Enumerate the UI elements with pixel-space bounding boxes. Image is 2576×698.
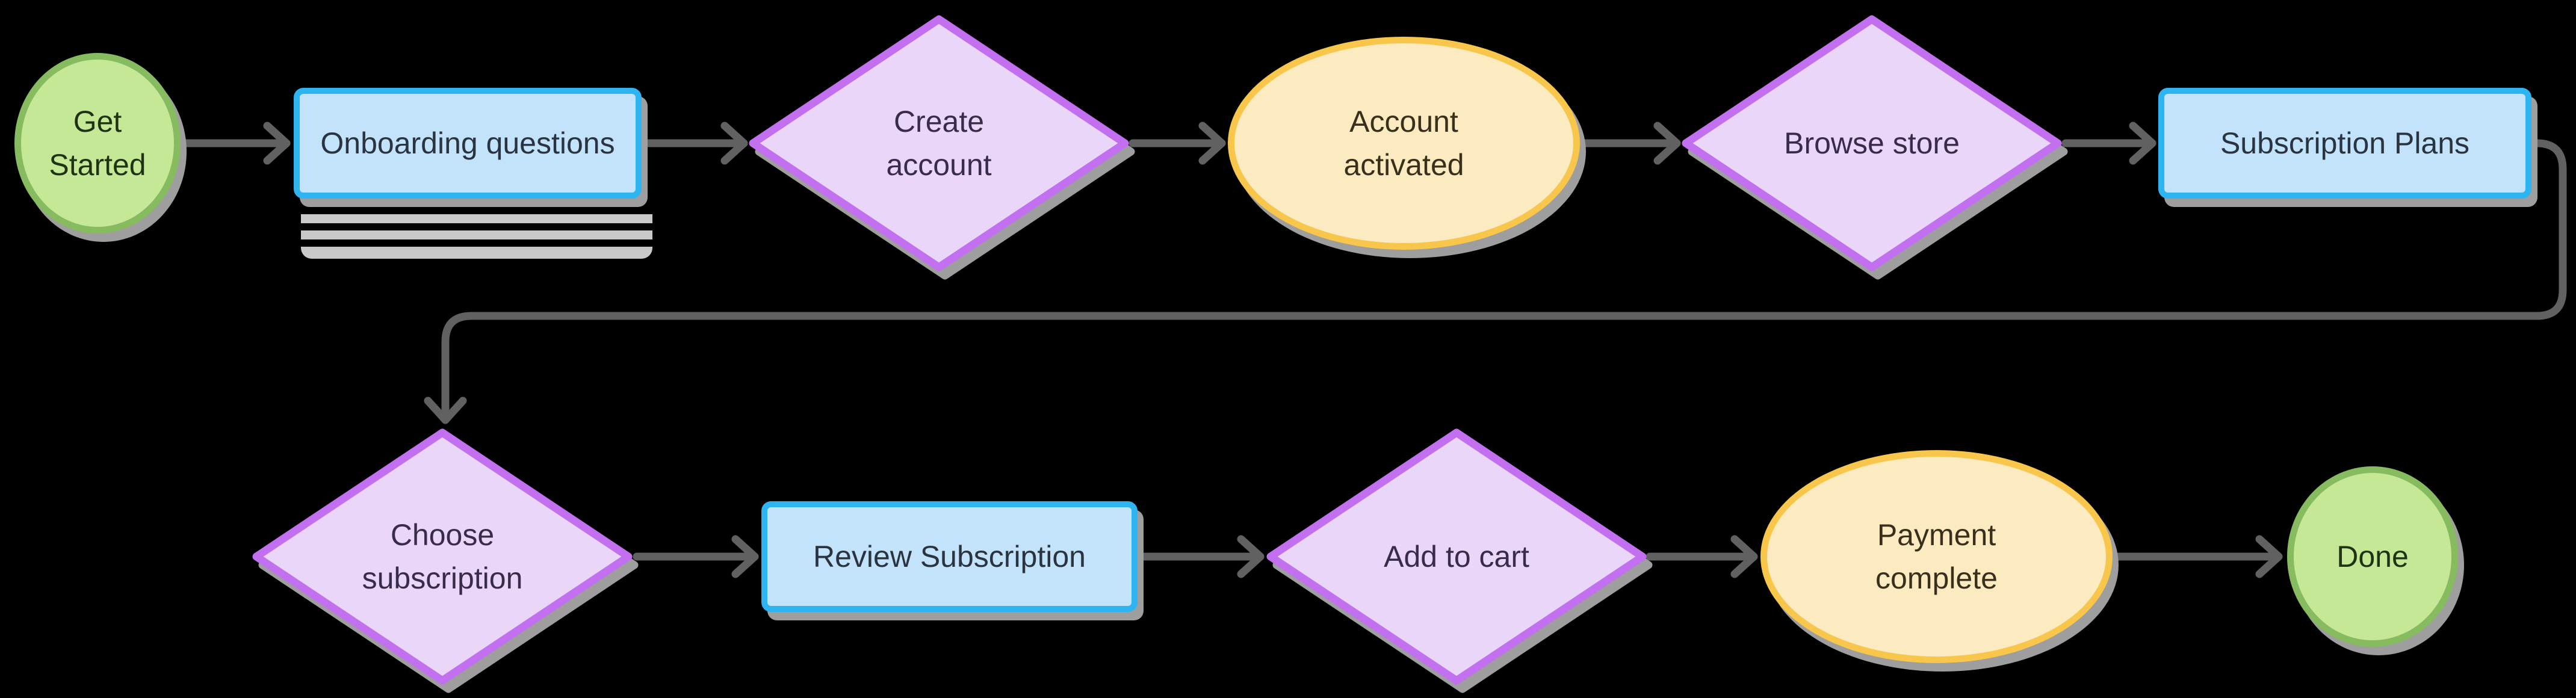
node-done: Done — [2287, 466, 2458, 647]
node-done-label: Done — [2336, 539, 2409, 573]
node-create-account: Create account — [749, 15, 1135, 280]
node-review-subscription: Review Subscription — [761, 501, 1138, 612]
node-onboarding-questions-label: Onboarding questions — [320, 126, 615, 160]
node-subscription-plans: Subscription Plans — [2158, 88, 2531, 199]
node-browse-store: Browse store — [1682, 15, 2068, 280]
node-browse-store-label: Browse store — [1784, 126, 1960, 160]
node-get-started-label: Get Started — [49, 104, 146, 182]
node-get-started: Get Started — [14, 53, 181, 233]
onboarding-stacked-lines-icon — [301, 207, 652, 259]
node-add-to-cart: Add to cart — [1266, 428, 1653, 693]
node-choose-subscription-label: Choose subscription — [362, 517, 523, 596]
node-account-activated-label: Account activated — [1343, 104, 1464, 182]
diamond-shape — [1266, 428, 1653, 693]
node-choose-subscription: Choose subscription — [252, 428, 639, 693]
node-onboarding-questions: Onboarding questions — [294, 88, 642, 199]
diamond-shape — [252, 428, 639, 693]
node-payment-complete: Payment complete — [1760, 450, 2113, 663]
node-create-account-label: Create account — [886, 104, 992, 182]
edge-plans-choose-subscription — [424, 139, 2567, 424]
diamond-shape — [749, 15, 1135, 280]
node-add-to-cart-label: Add to cart — [1384, 539, 1529, 573]
node-subscription-plans-label: Subscription Plans — [2220, 126, 2470, 160]
node-payment-complete-label: Payment complete — [1875, 517, 1998, 596]
node-account-activated: Account activated — [1228, 37, 1580, 250]
node-review-subscription-label: Review Subscription — [813, 539, 1086, 573]
diamond-shape — [1682, 15, 2068, 280]
